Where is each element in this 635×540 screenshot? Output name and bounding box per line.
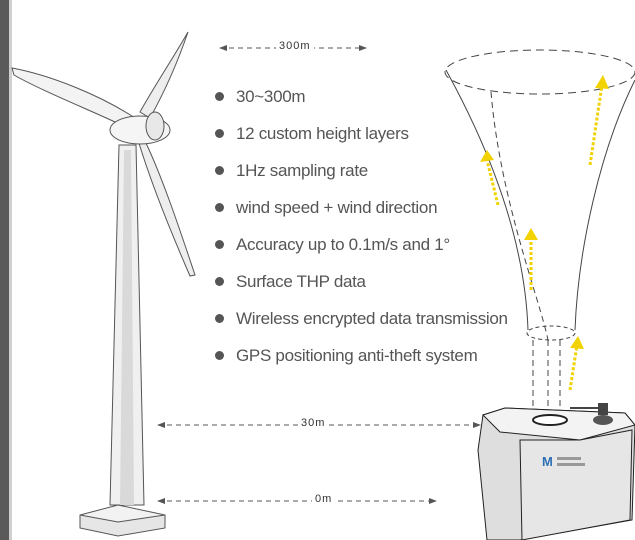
feature-text: 1Hz sampling rate [236, 160, 368, 180]
wind-arrows [480, 75, 609, 391]
dimension-label-300m: 300m [276, 40, 314, 52]
svg-text:M: M [542, 454, 553, 469]
feature-item: 1Hz sampling rate [215, 152, 508, 189]
feature-text: wind speed + wind direction [236, 197, 438, 217]
feature-item: Wireless encrypted data transmission [215, 300, 508, 337]
bullet-icon [215, 203, 224, 212]
feature-list: 30~300m 12 custom height layers 1Hz samp… [215, 78, 508, 374]
bullet-icon [215, 351, 224, 360]
feature-text: 30~300m [236, 86, 306, 106]
feature-text: Wireless encrypted data transmission [236, 308, 508, 328]
feature-item: Accuracy up to 0.1m/s and 1° [215, 226, 508, 263]
feature-item: wind speed + wind direction [215, 189, 508, 226]
feature-text: 12 custom height layers [236, 123, 409, 143]
lidar-beam-cone [444, 49, 635, 408]
dimension-label-30m: 30m [298, 417, 329, 429]
lidar-device: M [477, 403, 635, 540]
bullet-icon [215, 92, 224, 101]
bullet-icon [215, 166, 224, 175]
bullet-icon [215, 129, 224, 138]
bullet-icon [215, 240, 224, 249]
dimension-label-0m: 0m [312, 493, 336, 505]
feature-item: 30~300m [215, 78, 508, 115]
feature-text: Accuracy up to 0.1m/s and 1° [236, 234, 450, 254]
bullet-icon [215, 314, 224, 323]
left-edge [0, 0, 9, 540]
left-edge-shadow [9, 0, 12, 540]
feature-text: Surface THP data [236, 271, 366, 291]
wind-turbine [11, 31, 196, 537]
feature-text: GPS positioning anti-theft system [236, 345, 478, 365]
feature-item: 12 custom height layers [215, 115, 508, 152]
feature-item: Surface THP data [215, 263, 508, 300]
feature-item: GPS positioning anti-theft system [215, 337, 508, 374]
bullet-icon [215, 277, 224, 286]
